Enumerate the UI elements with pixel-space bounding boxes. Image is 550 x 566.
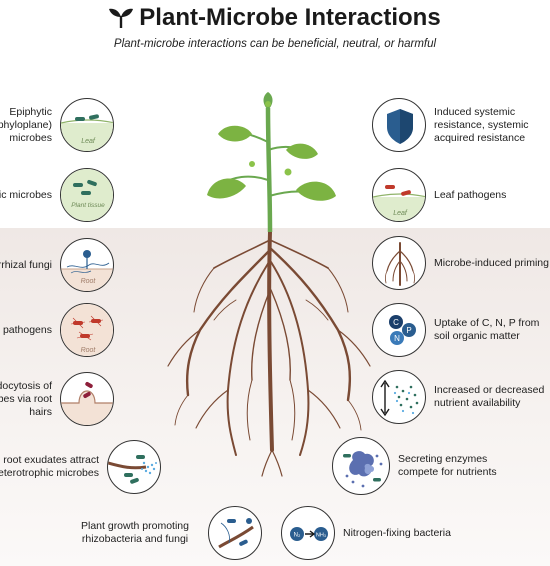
title-text: Plant-Microbe Interactions [139, 4, 441, 31]
item-label: Endophytic microbes [0, 188, 52, 201]
item-induced-resistance: Induced systemic resistance, systemic ac… [372, 98, 550, 152]
item-nitrogen-fixing-bacteria: N₂ NH₃ Nitrogen-fixing bacteria [281, 506, 473, 560]
nutrient-availability-icon [372, 370, 426, 424]
rhizobacteria-fungi-icon [208, 506, 262, 560]
item-label: Microbe-induced priming [434, 256, 549, 269]
item-root-pathogens: Root pathogens Root [0, 303, 114, 357]
enzyme-secretion-icon [332, 437, 390, 495]
item-rhizobacteria-fungi: Plant growth promoting rhizobacteria and… [70, 506, 262, 560]
root-pathogens-icon: Root [60, 303, 114, 357]
item-endophytic-microbes: Endophytic microbes Plant tissue [0, 168, 114, 222]
root-priming-icon [372, 236, 426, 290]
item-label: Leaf pathogens [434, 188, 507, 201]
leaf-lower-right [296, 181, 336, 201]
item-label: Secreting enzymes compete for nutrients [398, 453, 497, 478]
leaf-surface-microbes-icon: Leaf [60, 98, 114, 152]
item-label: Nitrogen-fixing bacteria [343, 526, 451, 539]
leaf-lower-left [207, 178, 246, 199]
shield-icon [372, 98, 426, 152]
item-label: Induced systemic resistance, systemic ac… [434, 105, 529, 144]
item-root-hair-endocytosis: Endocytosis of microbes via root hairs [0, 372, 114, 426]
nitrogen-fixation-icon: N₂ NH₃ [281, 506, 335, 560]
item-leaf-pathogens: Leaf Leaf pathogens [372, 168, 550, 222]
item-label: Uptake of C, N, P from soil organic matt… [434, 317, 540, 342]
nutrient-c: C [393, 318, 399, 327]
item-enzyme-secretion: Secreting enzymes compete for nutrients [332, 437, 516, 495]
item-epiphytic-microbes: Epiphytic (phyloplane) microbes Leaf [0, 98, 114, 152]
item-mycorrhizal-fungi: Mycorrhizal fungi Root [0, 238, 114, 292]
root-exudates-icon [107, 440, 161, 494]
page-title: Plant-Microbe Interactions [0, 4, 550, 35]
item-microbe-priming: Microbe-induced priming [372, 236, 550, 290]
icon-tag: Leaf [393, 210, 408, 217]
nitrogen-gas-label: N₂ [294, 533, 301, 539]
item-label: Increased or decreased nutrient availabi… [434, 384, 545, 409]
icon-tag: Root [81, 347, 97, 354]
item-label: Mycorrhizal fungi [0, 258, 52, 271]
item-label: Root pathogens [0, 323, 52, 336]
subtitle: Plant-microbe interactions can be benefi… [113, 38, 437, 50]
leaf-upper-right [286, 143, 318, 159]
item-label: Plant growth promoting rhizobacteria and… [81, 520, 189, 545]
item-label: Epiphytic (phyloplane) microbes [0, 105, 52, 144]
leaf-upper-left [218, 125, 252, 142]
root-system [167, 230, 371, 477]
plant-tissue-microbes-icon: Plant tissue [60, 168, 114, 222]
shoot [207, 92, 336, 233]
icon-tag: Plant tissue [71, 202, 105, 209]
ammonia-label: NH₃ [316, 533, 326, 539]
mycorrhizal-fungi-icon: Root [60, 238, 114, 292]
sprout-icon [109, 6, 134, 35]
item-label: Carbon root exudates attract heterotroph… [0, 454, 99, 479]
item-nutrient-uptake: C P N Uptake of C, N, P from soil organi… [372, 303, 550, 357]
nutrient-n: N [394, 334, 400, 343]
item-nutrient-availability: Increased or decreased nutrient availabi… [372, 370, 550, 424]
icon-tag: Leaf [81, 138, 96, 145]
nutrient-uptake-icon: C P N [372, 303, 426, 357]
item-label: Endocytosis of microbes via root hairs [0, 379, 52, 418]
root-hair-endocytosis-icon [60, 372, 114, 426]
nutrient-p: P [406, 326, 411, 335]
leaf-pathogens-icon: Leaf [372, 168, 426, 222]
item-root-exudates: Carbon root exudates attract heterotroph… [0, 440, 161, 494]
icon-tag: Root [81, 278, 97, 285]
